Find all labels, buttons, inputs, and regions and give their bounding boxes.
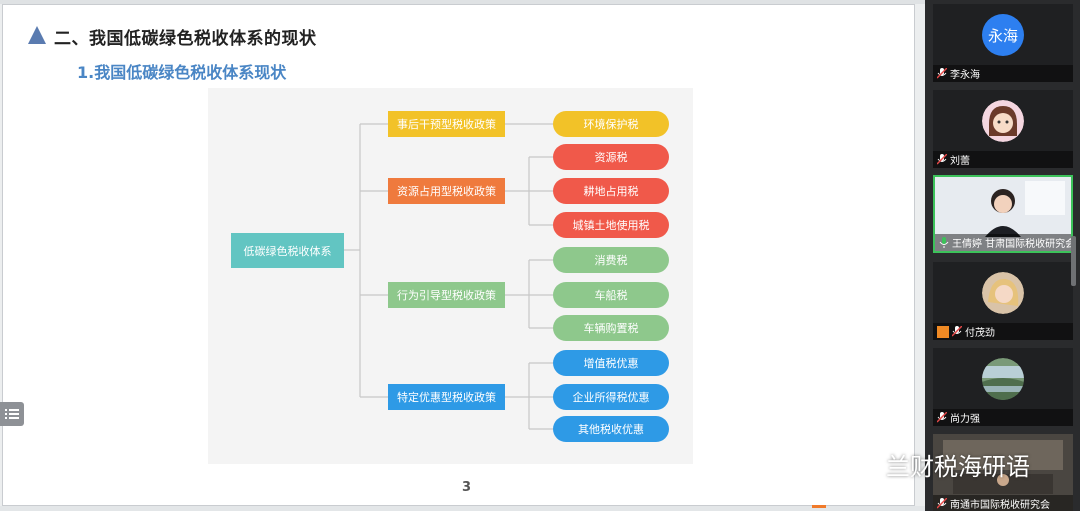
policy-node: 资源占用型税收政策 (388, 178, 505, 204)
mic-active-icon (939, 237, 949, 248)
mic-muted-icon (952, 326, 962, 337)
tax-leaf-node: 车辆购置税 (553, 315, 669, 341)
tax-leaf-node: 城镇土地使用税 (553, 212, 669, 238)
triangle-bullet-icon (28, 26, 46, 44)
participant-tile[interactable]: 南通市国际税收研究会 (933, 434, 1073, 511)
participant-tile[interactable]: 尚力强 (933, 348, 1073, 426)
panel-scrollbar[interactable] (1071, 236, 1076, 286)
watermark: 兰财税海研语 (838, 447, 1030, 482)
mic-muted-icon (937, 412, 947, 423)
participant-name: 王倩婷 甘肃国际税收研究会 (952, 239, 1073, 250)
tax-leaf-node: 车船税 (553, 282, 669, 308)
video-feed (933, 434, 1073, 511)
wechat-icon (839, 451, 878, 477)
policy-node: 行为引导型税收政策 (388, 282, 505, 308)
participant-tile[interactable]: 刘蕾 (933, 90, 1073, 168)
user-badge-icon (937, 325, 949, 338)
root-node: 低碳绿色税收体系 (231, 233, 344, 268)
policy-node: 特定优惠型税收政策 (388, 384, 505, 410)
participant-name: 尚力强 (950, 414, 980, 425)
slide-bottom-strip (0, 506, 925, 511)
slide-list-toggle[interactable] (0, 402, 24, 426)
slide-subheading: 1.我国低碳绿色税收体系现状 (77, 63, 287, 82)
tax-leaf-node: 消费税 (553, 247, 669, 273)
tax-leaf-node: 企业所得税优惠 (553, 384, 669, 410)
mic-muted-icon (937, 68, 947, 79)
avatar: 永海 (982, 14, 1024, 56)
tax-leaf-node: 其他税收优惠 (553, 416, 669, 442)
watermark-text: 兰财税海研语 (886, 453, 1030, 481)
participant-tile[interactable]: 付茂劲 (933, 262, 1073, 340)
avatar (982, 358, 1024, 400)
video-feed (935, 177, 1071, 251)
slide-heading: 二、我国低碳绿色税收体系的现状 (54, 29, 317, 49)
tax-leaf-node: 增值税优惠 (553, 350, 669, 376)
mic-muted-icon (937, 154, 947, 165)
top-strip (0, 0, 925, 4)
orange-mark (812, 505, 826, 508)
tax-leaf-node: 耕地占用税 (553, 178, 669, 204)
policy-node: 事后干预型税收政策 (388, 111, 505, 137)
page-number: 3 (462, 480, 472, 495)
participant-name: 李永海 (950, 70, 980, 81)
avatar (982, 100, 1024, 142)
tax-leaf-node: 资源税 (553, 144, 669, 170)
tax-leaf-node: 环境保护税 (553, 111, 669, 137)
participant-tile[interactable]: 永海 李永海 (933, 4, 1073, 82)
participant-name: 南通市国际税收研究会 (950, 500, 1050, 511)
mic-muted-icon (937, 498, 947, 509)
list-menu-icon (5, 409, 19, 419)
participant-tile-active[interactable]: 王倩婷 甘肃国际税收研究会 (933, 175, 1073, 253)
participant-name: 付茂劲 (965, 328, 995, 339)
participant-name: 刘蕾 (950, 156, 970, 167)
avatar (982, 272, 1024, 314)
